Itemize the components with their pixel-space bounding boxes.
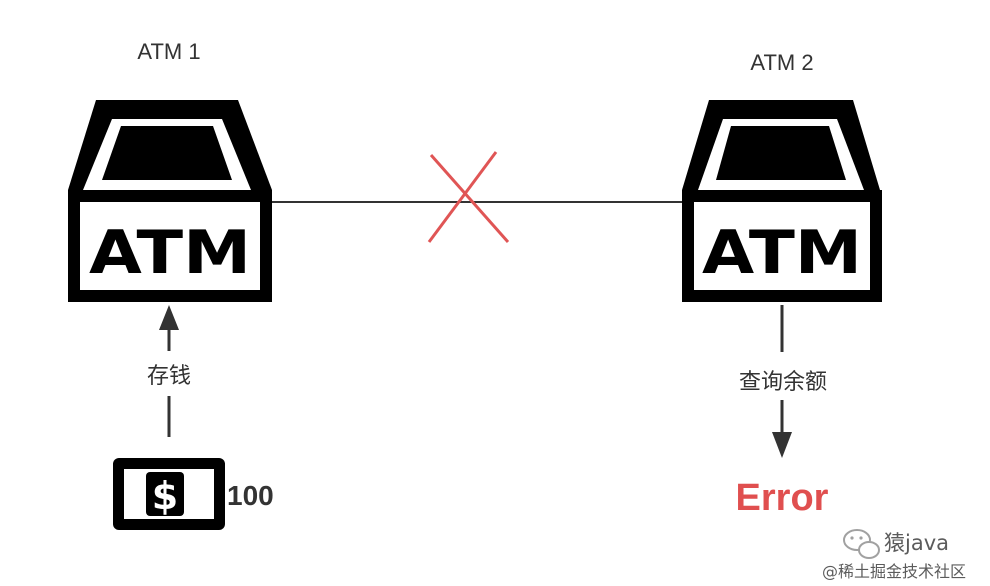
watermark-brand: 猿java [884,531,949,555]
atm1-screen-text: ATM [89,218,251,288]
error-result: Error [736,477,829,519]
deposit-arrow [159,305,179,437]
deposit-amount: 100 [227,480,274,511]
atm1-title: ATM 1 [137,39,200,64]
wechat-icon [843,529,880,559]
query-arrow [772,305,792,458]
atm2-icon: ATM [682,100,882,302]
dollar-bill-icon: $ [113,458,225,530]
broken-connection-cross-icon [427,151,510,243]
watermark-site: @稀土掘金技术社区 [822,562,966,581]
query-label: 查询余额 [739,370,827,395]
atm2-screen-text: ATM [702,218,862,288]
atm1-icon: ATM [68,100,272,302]
deposit-label: 存钱 [147,364,191,389]
currency-symbol: $ [152,474,178,518]
atm2-title: ATM 2 [750,50,813,75]
